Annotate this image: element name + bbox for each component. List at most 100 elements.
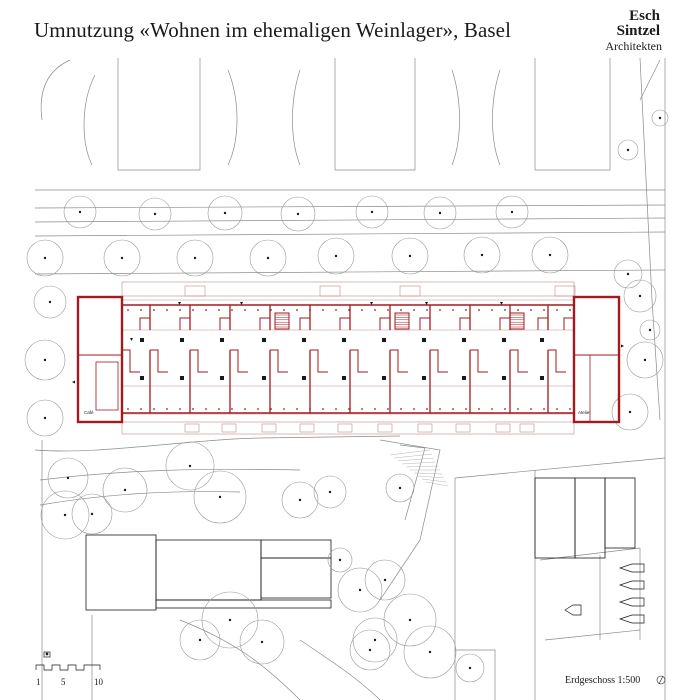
tree-canopy-0 [63,195,97,229]
site-block-6 [574,477,606,559]
site-line-8 [492,69,501,166]
facade-pier-n [348,309,350,311]
building-walls [76,295,621,424]
tree-trunk-26 [123,488,127,492]
floor-scale-label: Erdgeschoss 1:500 [565,675,641,686]
tree-canopy-6 [495,195,529,229]
tree-trunk-17 [43,358,47,362]
facade-pier-s [413,408,415,410]
structural-marks [72,302,624,410]
tree-trunk-9 [193,256,197,260]
step-south-7 [455,423,471,433]
site-line-27 [544,629,641,641]
tree-canopy-18 [26,399,64,437]
facade-pier-s [205,408,207,410]
parking-symbol-2 [618,597,645,607]
facade-pier-n [465,309,467,311]
logo-line-1: Esch [629,8,660,24]
column-a-7 [422,338,426,342]
facade-pier-s [335,408,337,410]
facade-pier-s [296,408,298,410]
facade-pier-s [166,408,168,410]
parking-symbol-3 [618,614,645,624]
site-line-0 [117,58,201,171]
facade-pier-n [504,309,506,311]
facade-pier-n [179,309,181,311]
facade-pier-n [569,309,571,311]
entry-arrow-1 [240,302,243,305]
tree-trunk-37 [408,618,412,622]
site-line-11 [34,204,666,209]
facade-pier-n [517,309,519,311]
parking-symbol-0 [618,563,645,573]
site-line-14 [34,269,666,275]
site-line-9 [639,59,661,101]
site-line-5 [227,69,238,166]
site-block-7 [604,477,636,549]
tree-canopy-4 [355,195,389,229]
column-a-8 [462,338,466,342]
facade-pier-n [296,309,298,311]
tree-canopy-31 [40,490,90,540]
facade-pier-s [556,408,558,410]
unit-core-7 [390,349,408,373]
step-north-1 [319,285,341,297]
column-b-10 [540,376,544,380]
tree-trunk-25 [66,476,70,480]
site-hatch-7 [417,475,445,479]
tree-trunk-20 [628,410,632,414]
facade-pier-s [465,408,467,410]
step-south-3 [299,423,315,433]
tree-canopy-37 [383,593,437,647]
site-block-5 [534,477,576,559]
tree-canopy-28 [193,470,247,524]
facade-pier-s [530,408,532,410]
site-line-1 [334,58,416,171]
tree-canopy-43 [327,547,353,573]
site-line-19 [39,468,301,481]
tree-canopy-29 [281,481,319,519]
facade-pier-n [153,309,155,311]
site-hatch-3 [401,461,437,465]
tree-trunk-5 [438,211,442,215]
site-context-lines [34,57,666,700]
tree-canopy-20 [611,393,649,431]
site-hatch-0 [389,449,431,456]
site-line-21 [454,457,666,479]
facade-pier-s [439,408,441,410]
scale-tick-5: 5 [61,677,66,687]
unit-entry-9 [499,317,510,330]
unit-entry-7 [419,317,430,330]
step-south-0 [184,423,200,433]
tree-canopy-30 [313,475,347,509]
site-line-4 [83,74,96,166]
tree-canopy-25 [47,457,89,499]
column-b-0 [140,376,144,380]
facade-pier-n [400,309,402,311]
facade-pier-n [283,309,285,311]
unit-core-11 [548,349,566,373]
column-a-9 [502,338,506,342]
facade-pier-n [309,309,311,311]
step-north-2 [399,285,421,297]
tree-canopy-14 [531,236,569,274]
facade-pier-s [322,408,324,410]
tree-trunk-22 [658,116,662,120]
step-south-1 [221,423,237,433]
entry-arrow-4 [500,302,503,305]
tree-trunk-6 [510,210,514,214]
step-north-3 [554,285,576,297]
facade-pier-s [452,408,454,410]
site-block-4 [155,599,332,609]
column-a-10 [540,338,544,342]
facade-pier-s [491,408,493,410]
facade-pier-n [426,309,428,311]
column-b-9 [502,376,506,380]
unit-core-5 [310,349,328,373]
room-label-atelier: Atelier [578,410,591,415]
unit-entry-8 [459,317,470,330]
stair-core-0 [274,312,290,330]
facade-pier-s [517,408,519,410]
tree-canopy-35 [337,567,383,613]
